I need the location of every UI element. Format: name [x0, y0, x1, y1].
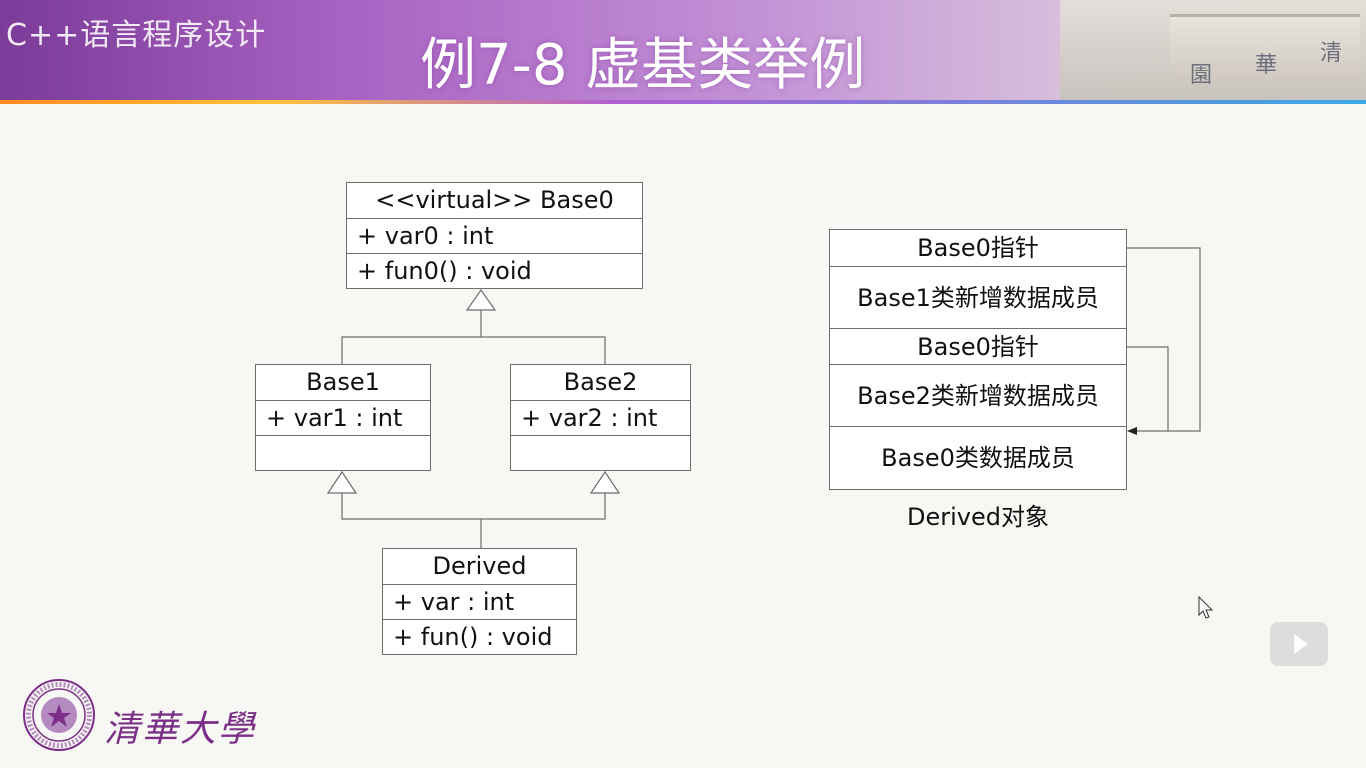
building-image: 清 華 園	[1060, 0, 1366, 100]
class-method: + fun0() : void	[347, 253, 642, 288]
class-method	[256, 435, 430, 470]
uml-class-base0: <<virtual>> Base0 + var0 : int + fun0() …	[346, 182, 643, 289]
slide-header: C++语言程序设计 例7-8 虚基类举例 清 華 園	[0, 0, 1366, 100]
class-method	[511, 435, 690, 470]
memory-cell-base1-data: Base1类新增数据成员	[830, 267, 1126, 329]
uml-class-base2: Base2 + var2 : int	[510, 364, 691, 471]
uml-class-base1: Base1 + var1 : int	[255, 364, 431, 471]
class-name: Derived	[432, 552, 527, 580]
inheritance-arrow	[589, 470, 621, 494]
class-method: + fun() : void	[383, 619, 576, 654]
memory-layout-caption: Derived对象	[907, 503, 1049, 531]
uml-class-derived: Derived + var : int + fun() : void	[382, 548, 577, 655]
memory-cell-base2-data: Base2类新增数据成员	[830, 365, 1126, 427]
plaque-char: 清	[1320, 41, 1343, 66]
plaque-char: 華	[1255, 53, 1278, 78]
class-name: Base1	[306, 368, 380, 396]
pointer-arrowhead	[1127, 427, 1137, 435]
class-attribute: + var1 : int	[256, 400, 430, 435]
class-attribute: + var0 : int	[347, 218, 642, 253]
university-seal-logo	[23, 679, 95, 751]
class-name: <<virtual>> Base0	[375, 186, 614, 214]
class-attribute: + var2 : int	[511, 400, 690, 435]
inheritance-arrow	[326, 470, 358, 494]
memory-layout: Base0指针 Base1类新增数据成员 Base0指针 Base2类新增数据成…	[829, 229, 1127, 490]
class-name: Base2	[563, 368, 638, 396]
header-divider	[0, 100, 1366, 104]
plaque-char: 園	[1190, 63, 1213, 88]
mouse-cursor-icon	[1198, 596, 1214, 619]
course-title: C++语言程序设计	[6, 18, 267, 53]
university-name: 清華大學	[104, 709, 257, 750]
memory-cell-base0-pointer: Base0指针	[830, 329, 1126, 365]
memory-cell-base0-data: Base0类数据成员	[881, 444, 1075, 472]
inheritance-arrow	[465, 288, 497, 311]
play-button[interactable]	[1270, 622, 1328, 666]
class-attribute: + var : int	[383, 584, 576, 619]
play-icon	[1294, 634, 1308, 654]
slide-title: 例7-8 虚基类举例	[420, 33, 866, 98]
plaque: 清 華 園	[1170, 14, 1360, 88]
memory-cell-base0-pointer: Base0指针	[830, 230, 1126, 267]
